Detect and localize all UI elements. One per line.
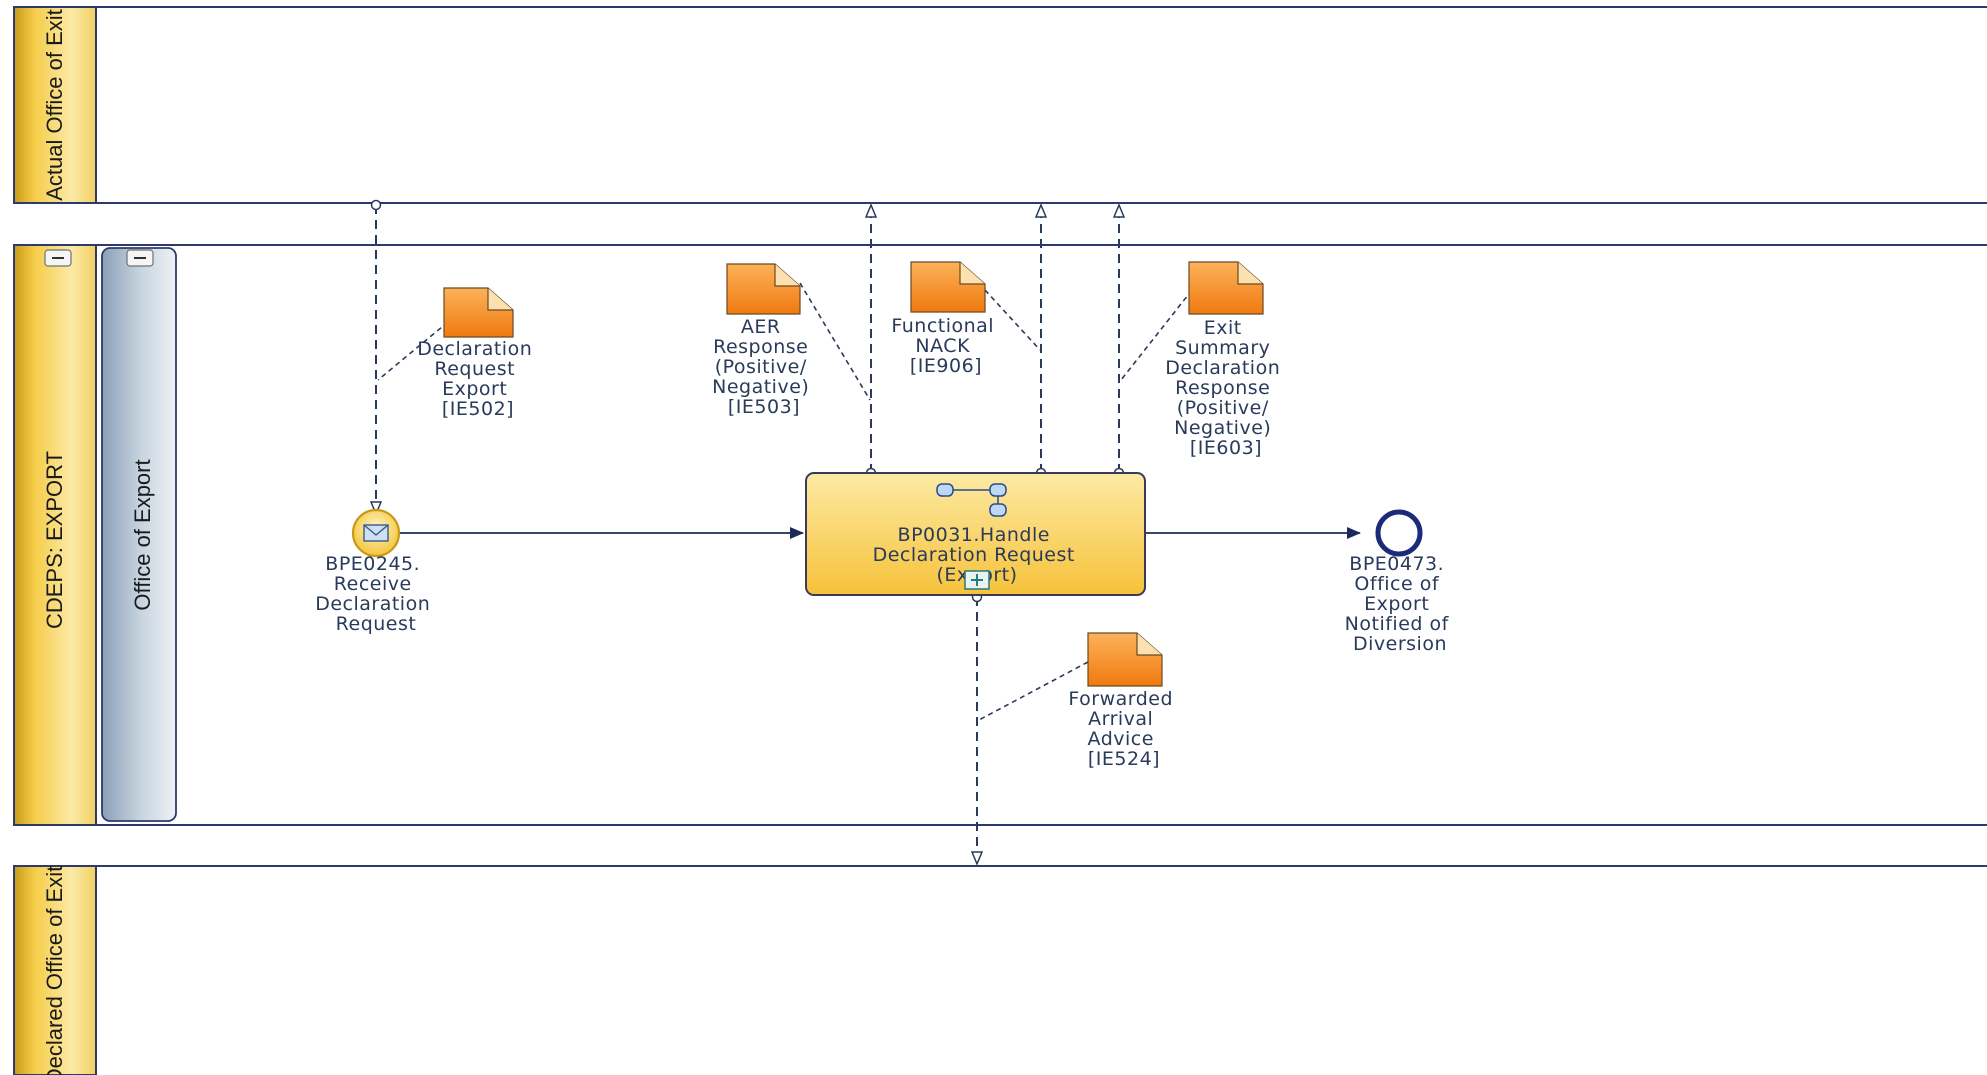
lane-header-cdeps-export[interactable] bbox=[13, 244, 97, 826]
message-doc-ie524[interactable]: Forwarded Arrival Advice [IE524] bbox=[1068, 632, 1179, 770]
envelope-icon bbox=[363, 524, 389, 542]
message-label-ie906: Functional NACK [IE906] bbox=[891, 315, 1000, 377]
task-label: BP0031.Handle Declaration Request (Expor… bbox=[873, 524, 1082, 586]
pool-actual-office-of-exit: Actual Office of Exit bbox=[13, 6, 1987, 204]
expand-subprocess-icon[interactable] bbox=[964, 570, 990, 590]
start-message-event[interactable]: BPE0245. Receive Declaration Request bbox=[315, 508, 437, 635]
collapse-cdeps-icon[interactable] bbox=[44, 249, 72, 267]
associations bbox=[377, 282, 1193, 721]
lane-header-actual-exit[interactable] bbox=[13, 6, 97, 204]
start-event-label: BPE0245. Receive Declaration Request bbox=[315, 553, 437, 635]
message-label-ie502: Declaration Request Export [IE502] bbox=[417, 338, 539, 420]
message-label-ie603: Exit Summary Declaration Response (Posit… bbox=[1165, 317, 1287, 459]
message-flows bbox=[376, 205, 1119, 864]
message-doc-ie603[interactable]: Exit Summary Declaration Response (Posit… bbox=[1165, 261, 1287, 459]
collapse-office-icon[interactable] bbox=[126, 249, 154, 267]
pool-cdeps-export: CDEPS: EXPORT Office of Export bbox=[13, 244, 1987, 826]
pool-declared-office-of-exit: Declared Office of Exit bbox=[13, 865, 1987, 1075]
lane-label-cdeps-export: CDEPS: EXPORT bbox=[42, 451, 67, 629]
lane-label-office-of-export: Office of Export bbox=[130, 459, 155, 610]
message-label-ie503: AER Response (Positive/ Negative) [IE503… bbox=[712, 316, 816, 418]
end-event-label: BPE0473. Office of Export Notified of Di… bbox=[1345, 553, 1456, 655]
lane-label-actual-exit: Actual Office of Exit bbox=[42, 9, 67, 201]
message-label-ie524: Forwarded Arrival Advice [IE524] bbox=[1068, 688, 1179, 770]
message-doc-ie502[interactable]: Declaration Request Export [IE502] bbox=[417, 287, 539, 420]
task-handle-declaration-request[interactable]: BP0031.Handle Declaration Request (Expor… bbox=[805, 472, 1146, 596]
message-doc-ie906[interactable]: Functional NACK [IE906] bbox=[891, 261, 1000, 377]
lane-header-declared-exit[interactable] bbox=[13, 865, 97, 1075]
end-event[interactable]: BPE0473. Office of Export Notified of Di… bbox=[1345, 509, 1456, 655]
lane-header-office-of-export[interactable] bbox=[101, 247, 177, 822]
lane-label-declared-exit: Declared Office of Exit bbox=[42, 866, 67, 1075]
message-doc-ie503[interactable]: AER Response (Positive/ Negative) [IE503… bbox=[712, 263, 816, 418]
subprocess-diagram-icon bbox=[936, 483, 1007, 517]
